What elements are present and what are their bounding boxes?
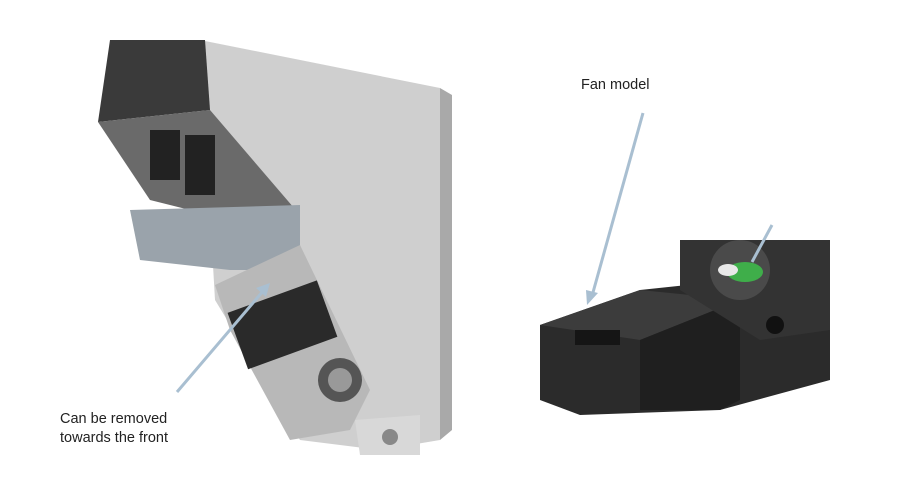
- mounting-bracket: [130, 205, 300, 270]
- fan-module-image: [540, 240, 830, 415]
- control-unit-top: [98, 40, 210, 122]
- fan-model-arrow: [590, 112, 645, 297]
- removable-label-line1: Can be removed: [60, 411, 168, 427]
- removable-label-line2: towards the front: [60, 430, 168, 446]
- fan-model-label: Fan model: [581, 77, 650, 93]
- fan-detail-arrow: [750, 224, 774, 263]
- fan-grille: [227, 280, 338, 370]
- drive-unit-image: [98, 40, 452, 455]
- removable-label: Can be removed towards the front: [60, 410, 168, 448]
- annotation-arrows: [175, 112, 774, 393]
- removable-arrow: [175, 289, 266, 393]
